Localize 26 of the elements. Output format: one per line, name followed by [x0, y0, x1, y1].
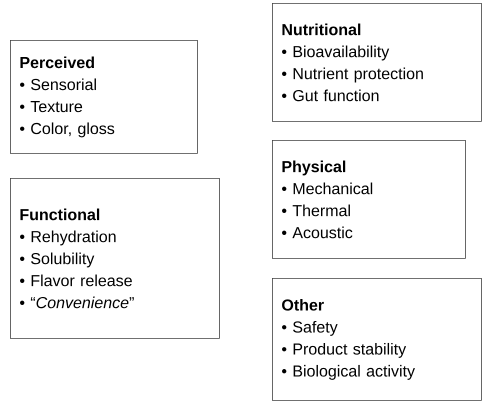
category-box — [272, 3, 482, 122]
category-box — [272, 278, 482, 401]
box-heading: Other — [282, 298, 324, 311]
bullet-item: • Mechanical — [282, 182, 372, 194]
category-box — [10, 40, 198, 154]
box-heading: Nutritional — [282, 24, 360, 36]
bullet-item: • Nutrient protection — [282, 68, 423, 82]
bullet-item: • Product stability — [282, 342, 406, 358]
bullet-item: • Flavor release — [20, 274, 132, 286]
box-heading: Perceived — [20, 56, 94, 68]
bullet-item: • “Convenience” — [20, 296, 134, 308]
bullet-item: • Thermal — [282, 204, 350, 216]
bullet-item: • Sensorial — [20, 78, 96, 90]
bullet-item: • Safety — [282, 320, 338, 336]
box-heading: Physical — [282, 160, 346, 176]
bullet-item: • Texture — [20, 101, 82, 112]
bullet-item: • Acoustic — [282, 226, 352, 238]
category-box — [10, 178, 220, 339]
bullet-item: • Color, gloss — [20, 122, 114, 138]
bullet-item: • Bioavailability — [282, 46, 390, 60]
bullet-item: • Rehydration — [20, 230, 116, 246]
bullet-item: • Biological activity — [282, 364, 415, 380]
bullet-item: • Gut function — [282, 90, 378, 102]
box-heading: Functional — [20, 208, 100, 220]
bullet-item: • Solubility — [20, 252, 94, 268]
category-box — [272, 140, 466, 259]
